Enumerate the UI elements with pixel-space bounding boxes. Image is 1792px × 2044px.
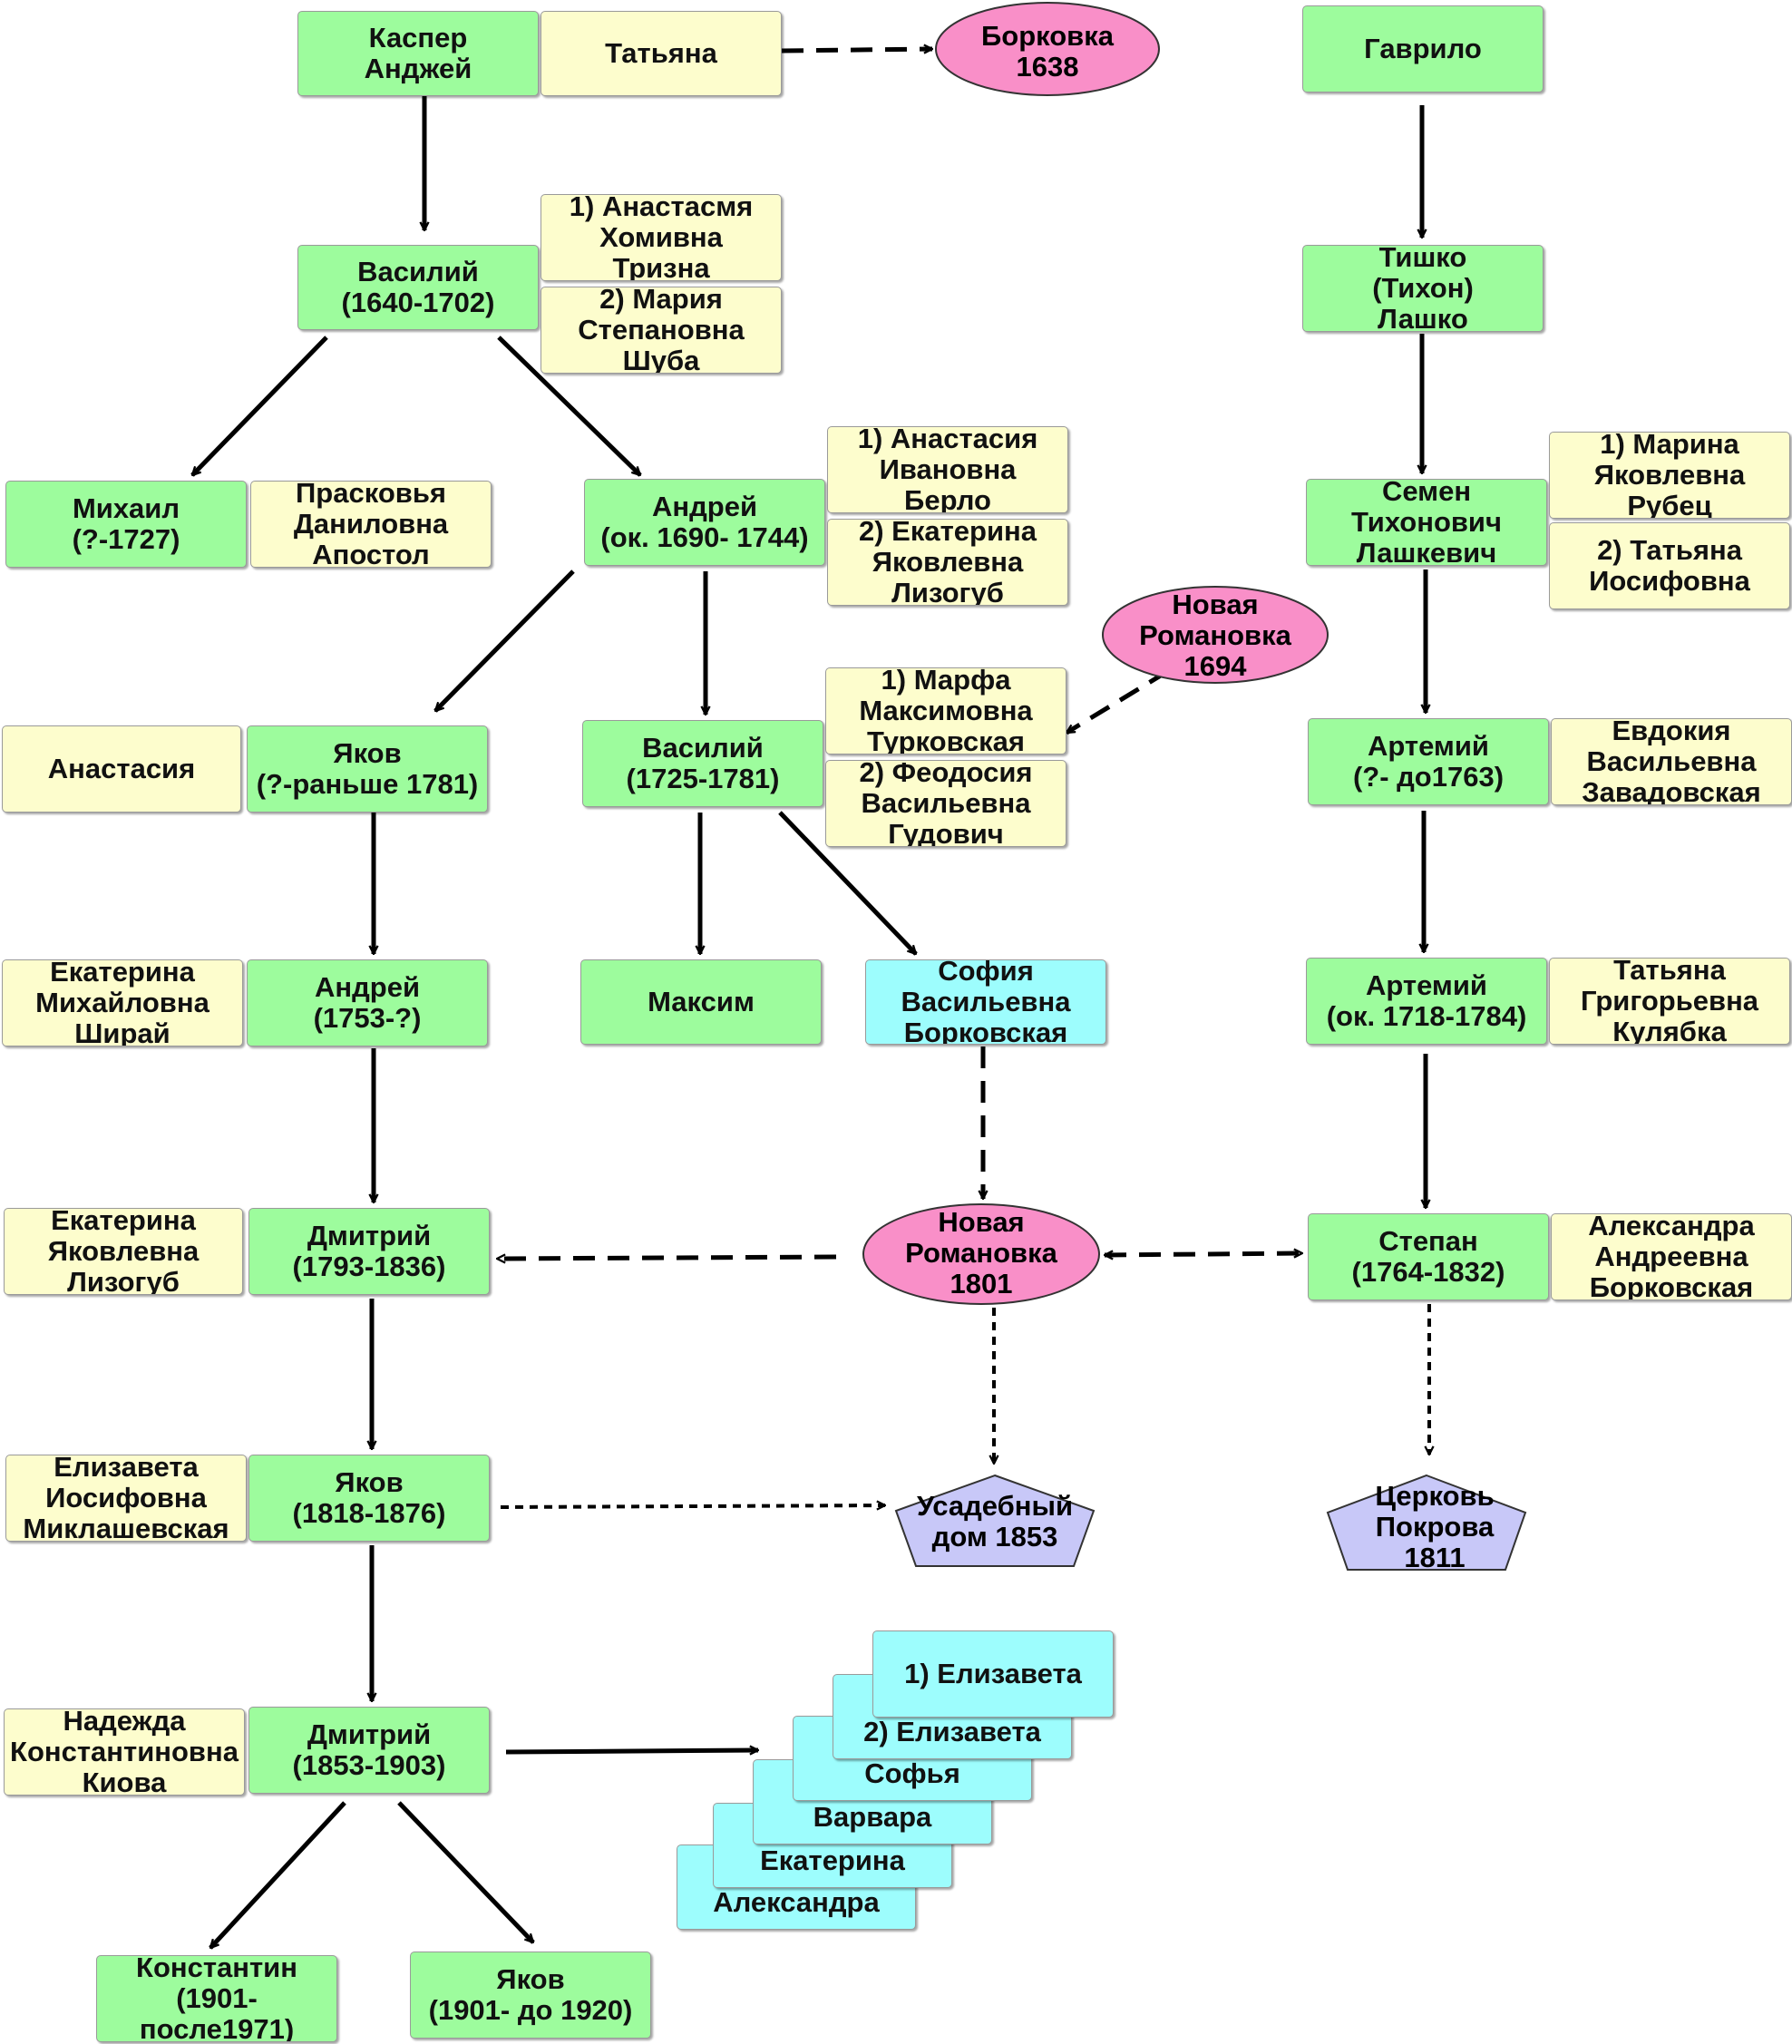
spouse-ekaterina-shiray: Екатерина Михайловна Ширай xyxy=(2,959,243,1046)
person-yakov-1901: Яков (1901- до 1920) xyxy=(410,1952,651,2039)
place-manor-house-line1: Усадебный xyxy=(917,1490,1073,1522)
spouse-elizaveta-miklashevskaya: Елизавета Иосифовна Миклашевская xyxy=(5,1455,247,1542)
place-romanovka-1801-line2: Романовка xyxy=(905,1237,1057,1269)
person-artemiy-1718: Артемий (ок. 1718-1784) xyxy=(1306,958,1547,1045)
edge-romanovka1801-stepan xyxy=(1105,1253,1302,1255)
spouse-anastasia-trizna: 1) Анастасмя Хомивна Тризна xyxy=(541,194,782,281)
person-mikhail: Михаил (?-1727) xyxy=(5,481,247,568)
place-romanovka-1694: Новая Романовка 1694 xyxy=(1102,586,1329,684)
person-andrey-1753: Андрей (1753-?) xyxy=(247,959,488,1046)
spouse-praskovya-apostol: Прасковья Даниловна Апостол xyxy=(250,481,492,568)
person-vasiliy-1640: Василий (1640-1702) xyxy=(297,245,539,330)
spouse-evdokia-zavadovskaya: Евдокия Васильевна Завадовская xyxy=(1551,718,1792,805)
spouse-tatyana-iosifovna: 2) Татьяна Иосифовна xyxy=(1549,522,1790,609)
edge-dmitriy-yakov1901 xyxy=(397,1801,535,1942)
place-borkovka-line2: 1638 xyxy=(1017,51,1079,83)
person-andrey-1690: Андрей (ок. 1690- 1744) xyxy=(584,479,825,566)
person-vasiliy-1725: Василий (1725-1781) xyxy=(582,720,823,807)
person-artemiy-1763: Артемий (?- до1763) xyxy=(1308,718,1549,805)
daughter-elizaveta-1: 1) Елизавета xyxy=(872,1630,1114,1718)
edge-romanovka1694-marfa xyxy=(1066,668,1170,735)
spouse-feodosia-gudovich: 2) Феодосия Васильевна Гудович xyxy=(825,760,1066,847)
spouse-ekaterina-lizogub-2: Екатерина Яковлевна Лизогуб xyxy=(4,1208,243,1295)
spouse-anastasia: Анастасия xyxy=(2,725,241,813)
person-dmitriy-1793: Дмитрий (1793-1836) xyxy=(248,1208,490,1295)
place-borkovka: Борковка 1638 xyxy=(935,2,1160,96)
spouse-tatyana-kulyabka: Татьяна Григорьевна Кулябка xyxy=(1549,958,1790,1045)
place-romanovka-1801-line3: 1801 xyxy=(950,1268,1013,1299)
edge-dmitriy-daughters xyxy=(505,1750,758,1752)
person-yakov-1818: Яков (1818-1876) xyxy=(248,1455,490,1542)
person-yakov-before-1781: Яков (?-раньше 1781) xyxy=(247,725,488,813)
place-church-pokrova: Церковь Покрова 1811 xyxy=(1326,1474,1527,1572)
place-romanovka-1801-line1: Новая xyxy=(938,1206,1024,1238)
spouse-nadezhda-kiova: Надежда Константиновна Киова xyxy=(4,1708,245,1796)
place-manor-house-line2: дом 1853 xyxy=(932,1521,1058,1552)
edge-romanovka1801-dmitriy xyxy=(497,1257,837,1259)
spouse-ekaterina-lizogub-1: 2) Екатерина Яковлевна Лизогуб xyxy=(827,519,1068,606)
edge-vasiliy-sofia xyxy=(778,811,918,954)
spouse-aleksandra-borkovskaya: Александра Андреевна Борковская xyxy=(1551,1213,1792,1300)
place-romanovka-1801: Новая Романовка 1801 xyxy=(862,1203,1100,1305)
spouse-anastasia-berlo: 1) Анастасия Ивановна Берло xyxy=(827,426,1068,513)
place-romanovka-1694-line2: Романовка xyxy=(1139,619,1291,651)
person-stepan: Степан (1764-1832) xyxy=(1308,1213,1549,1300)
place-romanovka-1694-line1: Новая xyxy=(1172,589,1258,620)
person-semen: Семен Тихонович Лашкевич xyxy=(1306,479,1547,566)
person-konstantin: Константин (1901- после1971) xyxy=(96,1955,337,2042)
place-church-pokrova-line2: Покрова xyxy=(1376,1511,1495,1543)
person-maksim: Максим xyxy=(580,959,822,1045)
place-romanovka-1694-line3: 1694 xyxy=(1184,650,1248,682)
place-church-pokrova-line3: 1811 xyxy=(1404,1542,1465,1572)
spouse-marfa-turkovskaya: 1) Марфа Максимовна Турковская xyxy=(825,667,1066,754)
daughter-sofia-borkovskaya: София Васильевна Борковская xyxy=(865,959,1106,1045)
person-dmitriy-1853: Дмитрий (1853-1903) xyxy=(248,1707,490,1794)
edges-group xyxy=(190,49,1429,1948)
spouse-maria-shuba: 2) Мария Степановна Шуба xyxy=(541,287,782,374)
edge-andrey-yakov xyxy=(435,569,575,711)
edge-dmitriy-konstantin xyxy=(209,1801,346,1948)
edge-vasiliy-andrey xyxy=(497,336,640,477)
place-borkovka-line1: Борковка xyxy=(981,20,1115,52)
spouse-marina-rubets: 1) Марина Яковлевна Рубец xyxy=(1549,432,1790,519)
person-tishko: Тишко (Тихон) Лашко xyxy=(1302,245,1544,332)
place-church-pokrova-line1: Церковь xyxy=(1375,1480,1494,1512)
edge-yakov-manor xyxy=(500,1505,885,1507)
person-gavrilo: Гаврило xyxy=(1302,5,1544,92)
edge-vasiliy-mikhail xyxy=(190,336,328,475)
person-kasper: Каспер Анджей xyxy=(297,11,539,96)
place-manor-house: Усадебный дом 1853 xyxy=(894,1474,1096,1567)
spouse-tatyana-1: Татьяна xyxy=(541,11,782,96)
edge-tatyana-borkovka xyxy=(781,49,932,51)
